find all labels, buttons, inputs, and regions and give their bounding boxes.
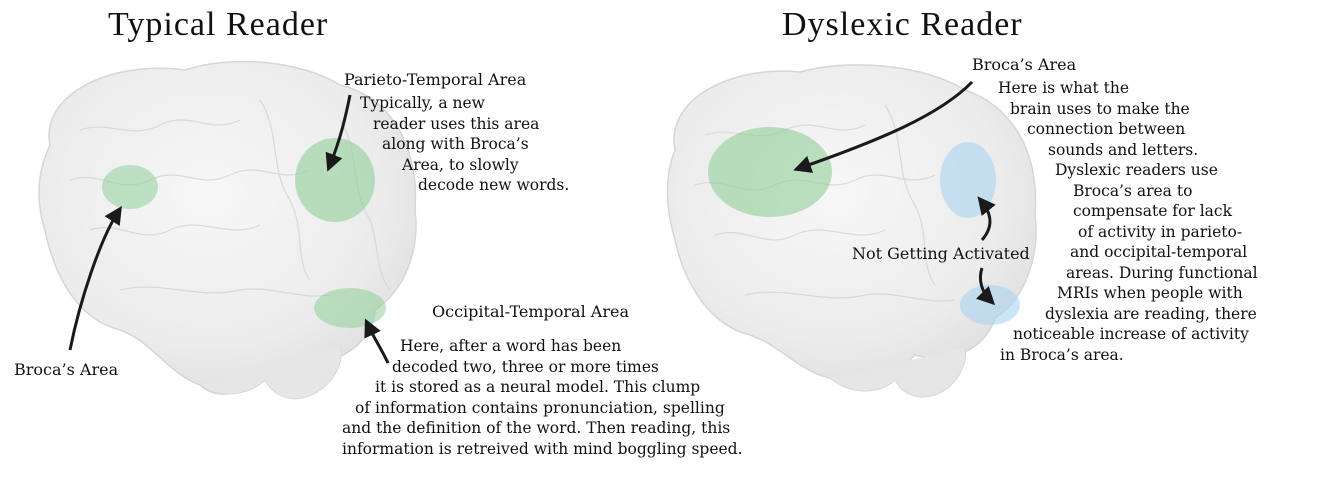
dyslexic-broca-label: Broca’s Area	[972, 55, 1076, 75]
dyslexic-broca-area-highlight	[708, 127, 832, 217]
occipital-line: of information contains pronunciation, s…	[340, 398, 810, 419]
broca-line: areas. During functional	[995, 263, 1258, 284]
dyslexic-broca-description: Here is what the brain uses to make the …	[995, 78, 1258, 365]
occipital-line: Here, after a word has been	[340, 336, 810, 357]
occipital-line: and the definition of the word. Then rea…	[340, 418, 810, 439]
dyslexic-parieto-temporal-highlight	[940, 142, 996, 218]
typical-occipital-temporal-highlight	[314, 288, 386, 328]
occipital-line: it is stored as a neural model. This clu…	[340, 377, 810, 398]
broca-line: dyslexia are reading, there	[995, 304, 1258, 325]
dyslexic-reader-title: Dyslexic Reader	[782, 6, 1023, 44]
occipital-line: information is retreived with mind boggl…	[340, 439, 810, 460]
typical-reader-title: Typical Reader	[108, 6, 328, 44]
parieto-line: Area, to slowly	[340, 155, 569, 176]
broca-line: Here is what the	[995, 78, 1258, 99]
broca-line: noticeable increase of activity	[995, 324, 1258, 345]
broca-line: in Broca’s area.	[995, 345, 1258, 366]
occipital-temporal-description: Here, after a word has been decoded two,…	[340, 336, 810, 459]
occipital-line: decoded two, three or more times	[340, 357, 810, 378]
broca-line: Dyslexic readers use	[995, 160, 1258, 181]
broca-line: compensate for lack	[995, 201, 1258, 222]
parieto-line: Typically, a new	[340, 93, 569, 114]
broca-line: connection between	[995, 119, 1258, 140]
parieto-temporal-label: Parieto-Temporal Area	[344, 70, 526, 90]
broca-line: Broca’s area to	[995, 181, 1258, 202]
typical-broca-area-highlight	[102, 165, 158, 209]
broca-line: sounds and letters.	[995, 140, 1258, 161]
broca-line: and occipital-temporal	[995, 242, 1258, 263]
parieto-temporal-description: Typically, a new reader uses this area a…	[340, 93, 569, 196]
typical-broca-label: Broca’s Area	[14, 360, 118, 380]
not-activated-label: Not Getting Activated	[852, 244, 1030, 264]
parieto-line: reader uses this area	[340, 114, 569, 135]
broca-line: MRIs when people with	[995, 283, 1258, 304]
parieto-line: along with Broca’s	[340, 134, 569, 155]
parieto-line: decode new words.	[340, 175, 569, 196]
broca-line: of activity in parieto-	[995, 222, 1258, 243]
occipital-temporal-label: Occipital-Temporal Area	[432, 302, 629, 322]
broca-line: brain uses to make the	[995, 99, 1258, 120]
